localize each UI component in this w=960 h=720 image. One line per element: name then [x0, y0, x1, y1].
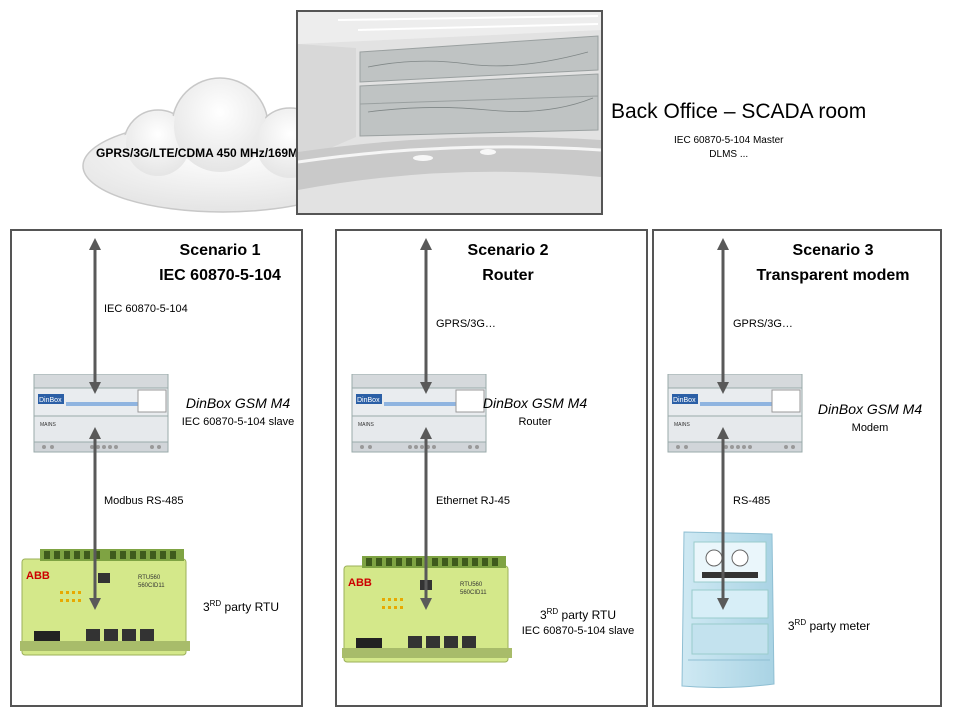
scenario-1-box	[10, 229, 303, 707]
scenario-3-bottom-protocol: RS-485	[733, 495, 771, 507]
svg-text:DinBox: DinBox	[673, 397, 696, 404]
scenario-1-arrow-bottom	[89, 427, 101, 610]
scenario-1-title: Scenario 1 IEC 60870-5-104	[120, 238, 320, 288]
scenario-3-meter-device	[678, 528, 778, 697]
scenario-1-rtu-device: ABB RTU560 560CID11	[20, 545, 190, 662]
scenario-2-party-label: 3RD party RTU IEC 60870-5-104 slave	[510, 604, 646, 639]
scenario-3-arrow-bottom	[717, 427, 729, 610]
scenario-1-device-name: DinBox GSM M4	[185, 395, 291, 411]
svg-text:MAINS: MAINS	[358, 422, 375, 428]
scenario-2-arrow-top	[420, 238, 432, 394]
scenario-1-party-label: 3RD party RTU	[202, 599, 280, 614]
scenario-2-top-protocol: GPRS/3G…	[436, 318, 496, 330]
scenario-1-dinbox-device: DinBox MAINS	[32, 373, 169, 453]
dinbox-brand: DinBox	[39, 397, 62, 404]
scenario-2-arrow-bottom	[420, 427, 432, 610]
scenario-3-device-label: DinBox GSM M4 Modem	[812, 400, 928, 438]
scenario-2-device-name: DinBox GSM M4	[482, 395, 588, 411]
scenario-2-device-label: DinBox GSM M4 Router	[480, 394, 590, 432]
scenario-3-title-line1: Scenario 3	[792, 242, 874, 259]
scenario-3-dinbox-device: DinBox MAINS	[666, 373, 803, 453]
scenario-1-rtu-brand: ABB	[26, 570, 50, 582]
cloud-icon	[82, 77, 364, 213]
scenario-3-party-label: 3RD party meter	[787, 618, 871, 633]
scenario-1-arrow-top	[89, 238, 101, 394]
scenario-1-top-protocol: IEC 60870-5-104	[104, 303, 188, 315]
scenario-2-device-role: Router	[518, 416, 552, 428]
scenario-2-dinbox-device: DinBox MAINS	[350, 373, 487, 453]
scenario-1-rtu-model: RTU560	[138, 575, 161, 581]
scenario-1-title-line1: Scenario 1	[179, 242, 261, 259]
scenario-1-device-label: DinBox GSM M4 IEC 60870-5-104 slave	[168, 394, 308, 432]
dinbox-mains-label: MAINS	[40, 422, 57, 428]
scenario-2-title-line2: Router	[482, 267, 534, 284]
scenario-2-party-sub: IEC 60870-5-104 slave	[521, 625, 635, 637]
scenario-2-title: Scenario 2 Router	[418, 238, 598, 288]
scenario-2-box	[335, 229, 648, 707]
scenario-3-arrow-top	[717, 238, 729, 394]
scenario-2-title-line1: Scenario 2	[467, 242, 549, 259]
scenario-3-title: Scenario 3 Transparent modem	[733, 238, 933, 288]
scenario-3-device-role: Modem	[851, 422, 889, 434]
svg-text:DinBox: DinBox	[357, 397, 380, 404]
scenario-1-title-line2: IEC 60870-5-104	[159, 267, 281, 284]
scenario-2-bottom-protocol: Ethernet RJ-45	[436, 495, 510, 507]
scenario-1-bottom-protocol: Modbus RS-485	[104, 495, 184, 507]
scenario-1-rtu-code: 560CID11	[138, 583, 165, 589]
svg-text:560CID11: 560CID11	[460, 590, 487, 596]
svg-text:MAINS: MAINS	[674, 422, 691, 428]
cloud-label: GPRS/3G/LTE/CDMA 450 MHz/169MHz...	[96, 146, 323, 160]
scenario-3-device-name: DinBox GSM M4	[817, 401, 923, 417]
scenario-3-box	[652, 229, 942, 707]
back-office-title: Back Office – SCADA room	[611, 100, 867, 123]
scenario-3-title-line2: Transparent modem	[756, 267, 910, 284]
back-office-protocols: IEC 60870-5-104 Master DLMS ...	[674, 134, 784, 162]
scenario-3-top-protocol: GPRS/3G…	[733, 318, 793, 330]
svg-text:ABB: ABB	[348, 577, 372, 589]
scenario-1-device-role: IEC 60870-5-104 slave	[181, 416, 295, 428]
master-protocol: IEC 60870-5-104 Master	[674, 135, 784, 146]
svg-text:RTU560: RTU560	[460, 582, 483, 588]
scada-room-photo	[296, 10, 603, 215]
dlms-protocol: DLMS ...	[709, 149, 749, 160]
